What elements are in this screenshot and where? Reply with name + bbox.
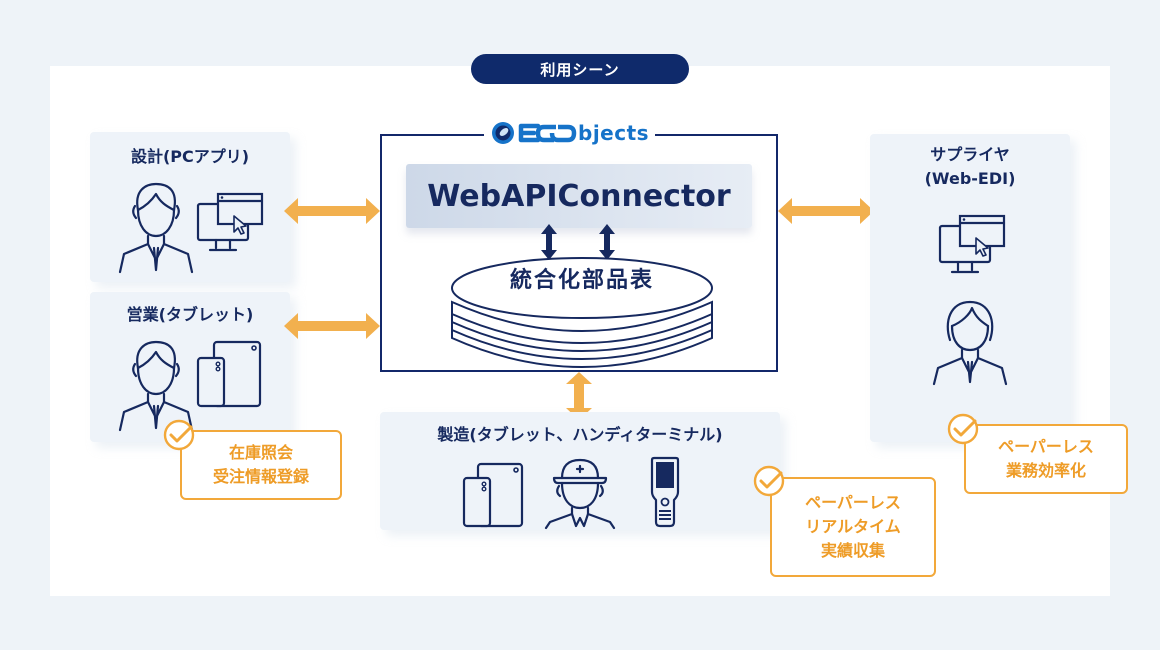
- client-title-sales: 営業(タブレット): [126, 305, 254, 324]
- scene-label: 利用シーン: [471, 54, 689, 84]
- benefit-sales-line1: 在庫照会: [228, 443, 293, 462]
- integrated-bom-label: 統合化部品表: [509, 268, 654, 293]
- client-title-supplier-line2: (Web-EDI): [924, 169, 1016, 188]
- logo-emblem-icon: [492, 122, 514, 144]
- logo-text: bjects: [578, 121, 650, 145]
- businesswoman-icon: [932, 300, 1008, 386]
- benefit-callout-manufacturing: ペーパーレス リアルタイム 実績収集: [770, 477, 936, 577]
- benefit-sales-line2: 受注情報登録: [212, 467, 309, 486]
- bidirectional-arrow-supplier: [778, 198, 874, 224]
- client-title-manufacturing: 製造(タブレット、ハンディターミナル): [437, 425, 723, 444]
- logo-eco-mark-icon: [518, 123, 577, 143]
- bidirectional-arrow-manufacturing: [566, 372, 592, 420]
- client-title-supplier-line1: サプライヤ: [930, 145, 1010, 164]
- api-bom-arrow-right: [599, 224, 615, 260]
- check-circle-icon: [163, 419, 195, 451]
- database-stack-icon: [451, 257, 713, 368]
- businessman-icon: [118, 182, 194, 274]
- benefit-manufacturing-line3: 実績収集: [820, 541, 885, 560]
- ecobjects-logo: bjects: [484, 118, 656, 148]
- businessman-icon: [118, 340, 194, 432]
- client-card-sales: 営業(タブレット): [90, 292, 290, 442]
- bidirectional-arrow-sales: [284, 313, 380, 339]
- benefit-supplier-line1: ペーパーレス: [998, 437, 1094, 456]
- benefit-callout-supplier: ペーパーレス 業務効率化: [964, 424, 1128, 494]
- webapi-connector-box: WebAPIConnector: [406, 164, 752, 228]
- worker-helmet-icon: [544, 458, 616, 530]
- check-circle-icon: [947, 413, 979, 445]
- monitor-window-icon: [938, 214, 1006, 274]
- client-title-design: 設計(PCアプリ): [130, 147, 250, 166]
- benefit-manufacturing-line2: リアルタイム: [805, 517, 901, 536]
- api-bom-arrow-left: [541, 224, 557, 260]
- check-circle-icon: [753, 465, 785, 497]
- bidirectional-arrow-design: [284, 198, 380, 224]
- benefit-supplier-line2: 業務効率化: [1005, 461, 1086, 480]
- tablet-phone-icon: [462, 462, 524, 528]
- client-card-design: 設計(PCアプリ): [90, 132, 290, 282]
- client-card-supplier: サプライヤ (Web-EDI): [870, 134, 1070, 442]
- monitor-window-icon: [196, 192, 264, 252]
- client-card-manufacturing: 製造(タブレット、ハンディターミナル): [380, 412, 780, 530]
- handy-terminal-icon: [650, 456, 680, 528]
- benefit-callout-sales: 在庫照会 受注情報登録: [180, 430, 342, 500]
- tablet-phone-icon: [196, 340, 262, 408]
- benefit-manufacturing-line1: ペーパーレス: [805, 493, 901, 512]
